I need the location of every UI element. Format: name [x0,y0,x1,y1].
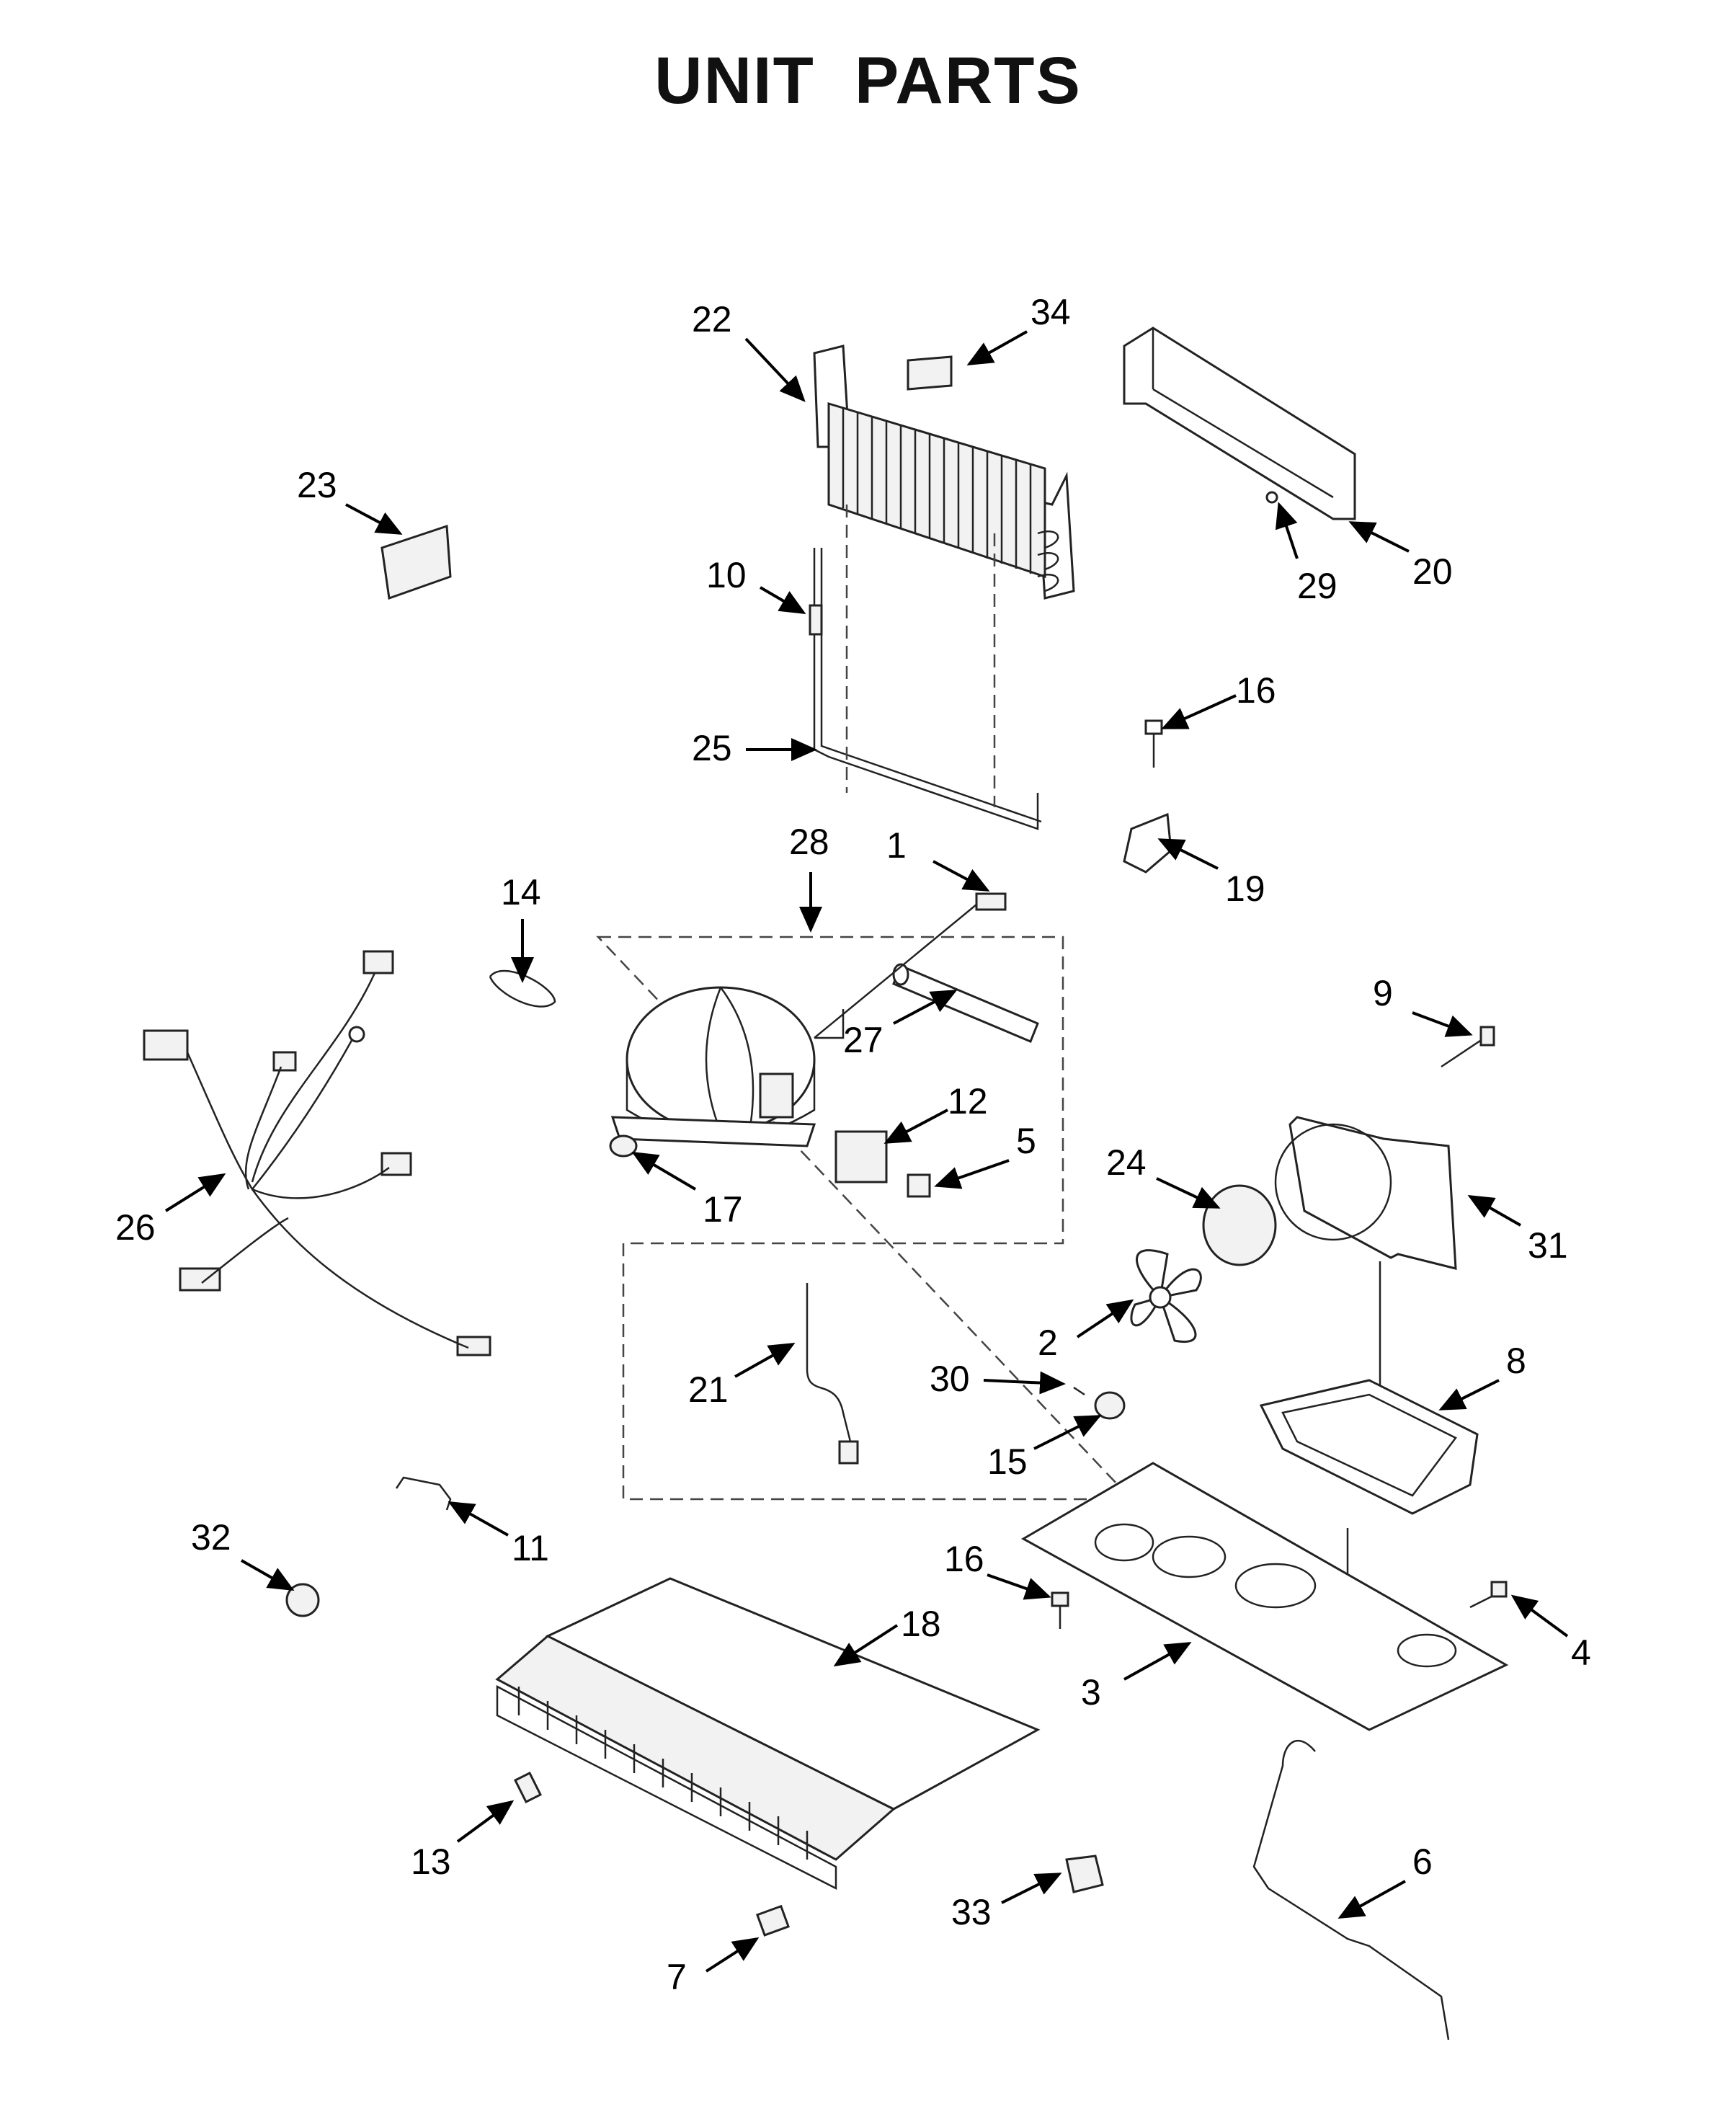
screw-and-bracket [1123,719,1172,874]
callout-26: 26 [115,1207,156,1248]
shoulder-screw [1441,1026,1495,1068]
callout-3: 3 [1081,1672,1101,1713]
evaporator-coil [495,1577,1041,1891]
temperature-sensor [809,604,823,636]
callout-16a: 16 [1236,670,1276,711]
compressor-assembly-frame [596,936,1134,1501]
callout-16b: 16 [944,1539,984,1579]
rating-label [907,355,953,391]
callout-13: 13 [411,1842,451,1882]
tube-sleeve [755,1904,790,1937]
callout-10: 10 [706,555,747,595]
drain-tube [1252,1740,1450,2040]
suction-line [806,1283,852,1442]
callout-1: 1 [886,825,907,866]
drain-fitting [1065,1855,1104,1893]
callout-31: 31 [1528,1225,1568,1266]
callout-9: 9 [1373,973,1393,1013]
wire-clip [395,1476,452,1511]
bushing [1094,1391,1126,1420]
callout-27: 27 [843,1020,883,1060]
callout-8: 8 [1506,1341,1526,1381]
filter-drier [892,963,1039,1043]
strap-clip [489,969,556,1008]
condenser-coil [813,345,1075,600]
start-relay [834,1130,888,1183]
callout-32: 32 [191,1517,231,1558]
evaporator-clip [513,1771,543,1804]
lower-screw [1051,1591,1069,1629]
callout-34: 34 [1031,292,1071,332]
callout-4: 4 [1571,1633,1591,1673]
control-board [380,524,452,600]
callout-14: 14 [501,872,541,912]
callout-29: 29 [1297,566,1337,606]
drain-heater-tube [813,548,1042,830]
fan-motor [1202,1184,1277,1266]
condenser-shroud [1123,327,1356,520]
process-fitting [975,892,1007,911]
fan-shroud [1274,1116,1457,1270]
machine-compartment-base [1020,1462,1509,1731]
callout-28: 28 [789,822,829,862]
callout-22: 22 [692,299,732,339]
grommet [609,1134,638,1158]
callout-19: 19 [1225,869,1265,909]
callout-18: 18 [901,1604,941,1644]
callout-2: 2 [1038,1323,1058,1363]
pin [1073,1386,1085,1396]
control-bracket [1259,1379,1479,1515]
fan-blade [1130,1249,1202,1343]
callout-6: 6 [1412,1842,1433,1882]
callout-11: 11 [512,1528,549,1568]
callout-5: 5 [1016,1121,1036,1161]
wiring-harness [143,950,491,1356]
callout-30: 30 [930,1359,970,1399]
overload-cap [907,1173,931,1198]
callouts: 1 2 3 4 5 6 7 8 9 10 11 12 13 14 15 16 1 [115,292,1591,1997]
callout-12: 12 [948,1081,988,1121]
compressor [610,986,845,1147]
page-title: UNIT PARTS [654,44,1082,117]
callout-23: 23 [297,465,337,505]
callout-15: 15 [987,1442,1028,1482]
callout-24: 24 [1106,1142,1147,1183]
callout-33: 33 [951,1892,992,1932]
fan-grommet [285,1583,320,1617]
callout-21: 21 [688,1369,729,1410]
callout-7: 7 [667,1957,687,1997]
callout-20: 20 [1412,551,1453,592]
base-screw [1469,1581,1508,1609]
callout-17: 17 [703,1189,743,1230]
callout-25: 25 [692,728,732,768]
